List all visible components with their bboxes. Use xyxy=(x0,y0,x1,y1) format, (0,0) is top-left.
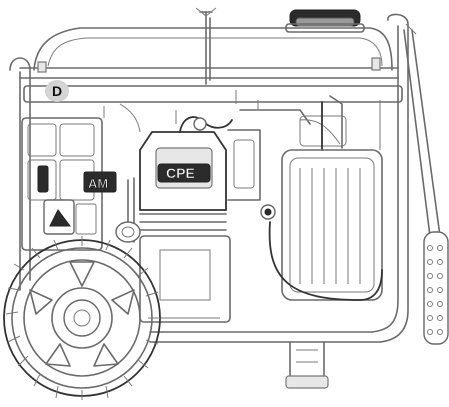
oil-cap-icon xyxy=(115,221,141,243)
engine: CPE xyxy=(115,95,347,323)
handle-icon xyxy=(403,23,449,345)
callout-d-badge: D xyxy=(45,80,69,102)
callout-d-label: D xyxy=(51,83,63,99)
frame xyxy=(9,13,409,343)
wheel-icon xyxy=(3,236,161,400)
foot-stand xyxy=(285,341,329,389)
engine-badge-text: CPE xyxy=(166,165,195,181)
alternator xyxy=(268,149,383,301)
brand-fragment-text: AM xyxy=(88,176,108,191)
fuel-tank xyxy=(33,7,393,85)
detail-lines xyxy=(103,90,381,150)
fuel-cap-icon xyxy=(285,9,365,33)
control-panel: AM xyxy=(21,117,117,251)
